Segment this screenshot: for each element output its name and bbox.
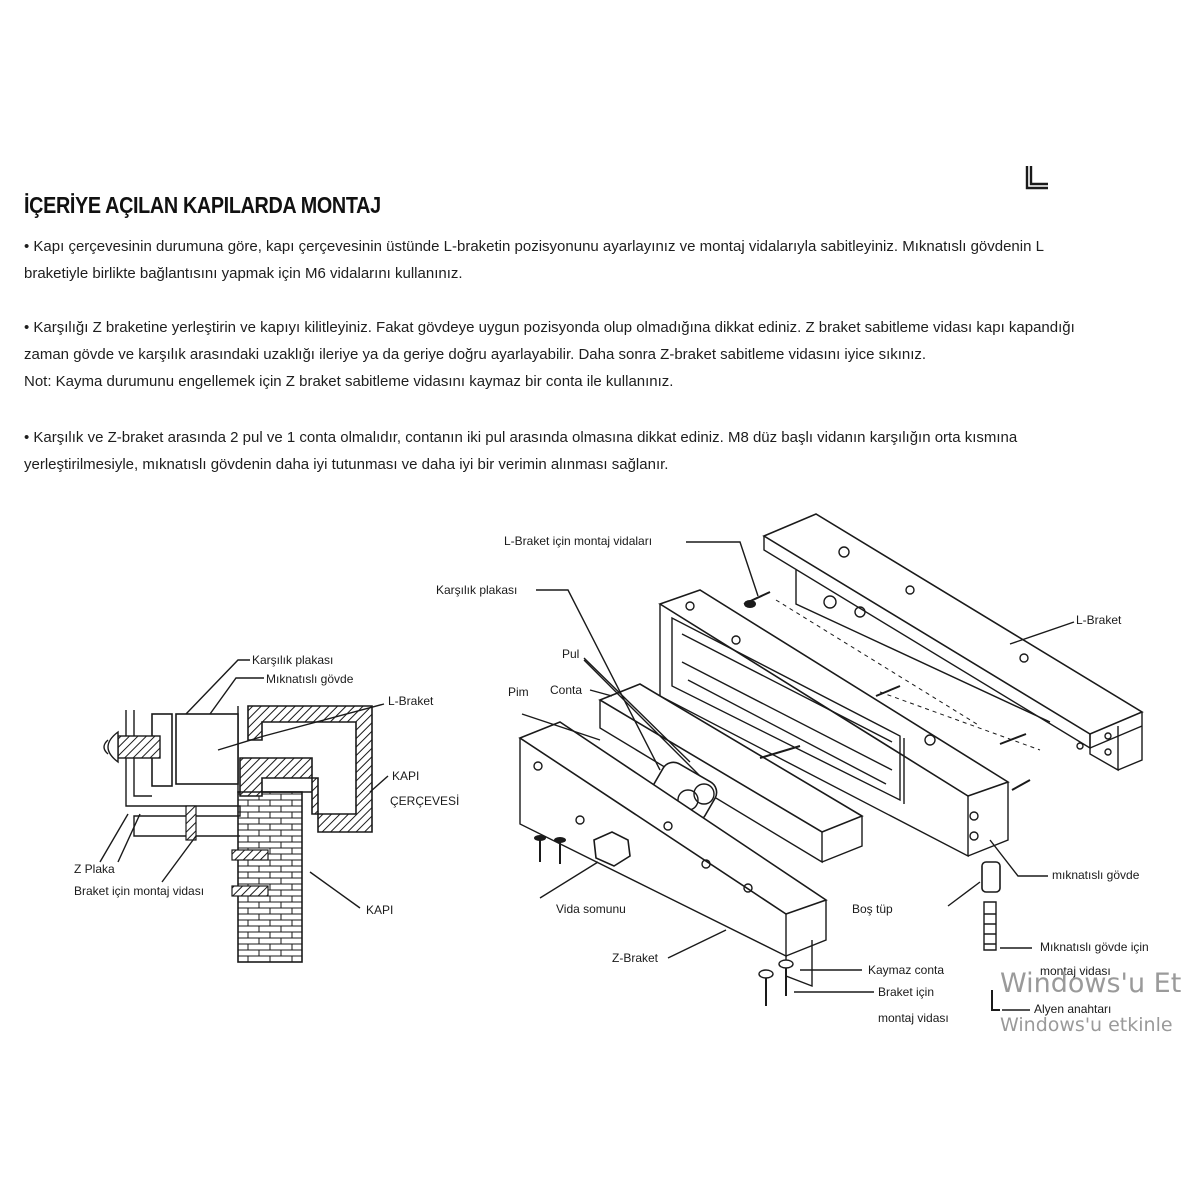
label-kaymaz-conta: Kaymaz conta <box>868 963 944 977</box>
label-braket-montaj-vidasi: Braket için montaj vidası <box>74 884 204 898</box>
instruction-paragraph-2: • Karşılığı Z braketine yerleştirin ve k… <box>24 314 1200 395</box>
page-title: İÇERİYE AÇILAN KAPILARDA MONTAJ <box>24 192 381 218</box>
z-bracket-part <box>518 721 828 915</box>
label-l-braket-vidalari: L-Braket için montaj vidaları <box>504 534 652 548</box>
watermark-line-1: Windows'u Et <box>1000 968 1182 999</box>
label-conta: Conta <box>550 683 582 697</box>
label-braket-icin: Braket için <box>878 985 934 999</box>
brand-logo-icon <box>1025 166 1048 190</box>
instruction-paragraph-3: • Karşılık ve Z-braket arasında 2 pul ve… <box>24 424 1200 478</box>
label-pul: Pul <box>562 647 579 661</box>
door-brick <box>237 791 303 963</box>
instruction-line: braketiyle birlikte bağlantısını yapmak … <box>24 265 463 282</box>
label-kapi-cercevesi-2: ÇERÇEVESİ <box>390 794 459 808</box>
label-alyen-anahtari: Alyen anahtarı <box>1034 1002 1111 1016</box>
instruction-line: • Karşılığı Z braketine yerleştirin ve k… <box>24 319 1075 336</box>
exploded-view-drawing <box>518 513 1144 1011</box>
screw-icon <box>743 591 771 608</box>
label-kapi-cercevesi-1: KAPI <box>392 769 419 783</box>
label-karsilik-plakasi-right: Karşılık plakası <box>436 583 517 597</box>
instruction-line: • Kapı çerçevesinin durumuna göre, kapı … <box>24 238 1044 255</box>
label-govde-montaj-2: montaj vidası <box>1040 964 1111 978</box>
door-frame <box>239 705 373 833</box>
instruction-line: zaman gövde ve karşılık arasındaki uzakl… <box>24 346 927 363</box>
label-z-plaka: Z Plaka <box>74 862 115 876</box>
instruction-note: Not: Kayma durumunu engellemek için Z br… <box>24 373 674 390</box>
instruction-line: • Karşılık ve Z-braket arasında 2 pul ve… <box>24 429 1018 446</box>
label-bos-tup: Boş tüp <box>852 902 893 916</box>
magnet-body-section <box>175 713 239 785</box>
instruction-line: yerleştirilmesiyle, mıknatıslı gövdenin … <box>24 456 669 473</box>
label-pim: Pim <box>508 685 529 699</box>
label-l-braket: L-Braket <box>388 694 434 708</box>
label-montaj-vidasi: montaj vidası <box>878 1011 949 1025</box>
installation-diagram: Karşılık plakası Mıknatıslı gövde L-Brak… <box>74 513 1149 1025</box>
cross-section-drawing <box>99 659 389 963</box>
label-l-braket-right: L-Braket <box>1076 613 1122 627</box>
label-govde-montaj-1: Mıknatıslı gövde için <box>1040 940 1149 954</box>
label-kapi: KAPI <box>366 903 393 917</box>
label-miknatisli-govde-right: mıknatıslı gövde <box>1052 868 1140 882</box>
watermark-line-2: Windows'u etkinle <box>1000 1014 1173 1036</box>
label-z-braket: Z-Braket <box>612 951 659 965</box>
label-miknatisli-govde: Mıknatıslı gövde <box>266 672 354 686</box>
label-karsilik-plakasi: Karşılık plakası <box>252 653 333 667</box>
instruction-paragraph-1: • Kapı çerçevesinin durumuna göre, kapı … <box>24 233 1200 287</box>
label-vida-somunu: Vida somunu <box>556 902 626 916</box>
